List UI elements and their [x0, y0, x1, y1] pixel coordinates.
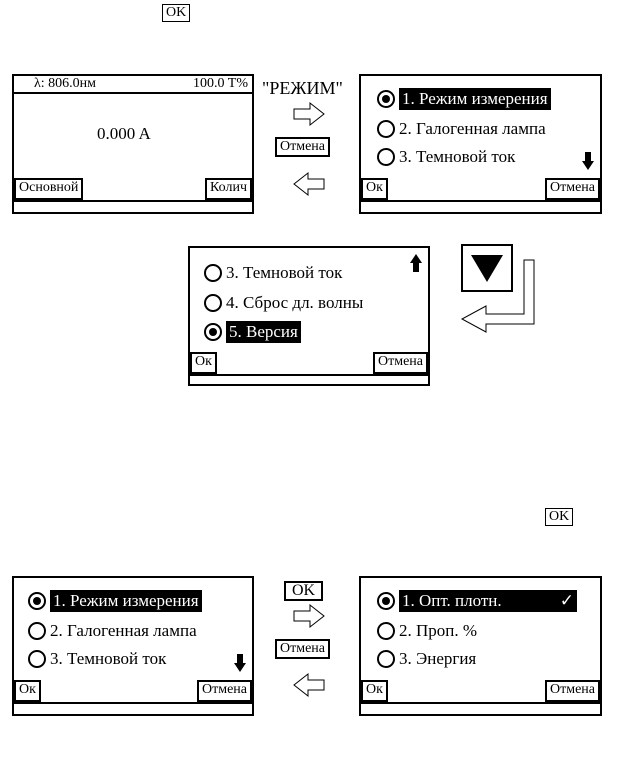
softkey-ok: Ок [361, 680, 388, 702]
softkey-ok: Ок [14, 680, 41, 702]
scroll-up-icon [410, 254, 422, 272]
ok-key-top: OK [162, 4, 191, 22]
menu-item-3: 3. Темновой ток [28, 648, 166, 670]
cancel-key-bottom: Отмена [275, 639, 331, 659]
menu-item-1: 1. Режим измерения [28, 590, 202, 612]
softkey-basic: Основной [14, 178, 84, 200]
wavelength-readout: λ: 806.0нм [34, 76, 97, 91]
softkey-cancel: Отмена [196, 680, 252, 702]
cancel-key-top: Отмена [275, 137, 331, 157]
scroll-down-icon [582, 152, 594, 170]
radio-selected-icon [377, 592, 395, 610]
bent-arrow-icon [460, 259, 535, 333]
radio-icon [377, 120, 395, 138]
triangle-down-icon [471, 255, 503, 282]
menu-item-3: 3. Энергия [377, 648, 476, 670]
scroll-down-icon [234, 654, 246, 672]
radio-icon [204, 264, 222, 282]
softkey-ok: Ок [190, 352, 217, 374]
ok-key-mid: OK [545, 508, 574, 526]
main-screen-header: λ: 806.0нм 100.0 T% [14, 76, 252, 94]
absorbance-reading: 0.000 A [97, 124, 151, 143]
radio-icon [204, 294, 222, 312]
menu-item-3: 3. Темновой ток [204, 262, 342, 284]
radio-icon [377, 148, 395, 166]
radio-icon [28, 622, 46, 640]
menu-item-1: 1. Опт. плотн.✓ [377, 590, 577, 612]
arrow-right-icon [293, 603, 325, 629]
menu-item-2: 2. Галогенная лампа [377, 118, 546, 140]
radio-selected-icon [204, 323, 222, 341]
menu-screen-3: 1. Режим измерения 2. Галогенная лампа 3… [12, 576, 254, 716]
menu-item-1: 1. Режим измерения [377, 88, 551, 110]
menu-screen-4: 1. Опт. плотн.✓ 2. Проп. % 3. Энергия Ок… [359, 576, 602, 716]
radio-icon [28, 650, 46, 668]
down-key [461, 244, 513, 292]
menu-item-2: 2. Галогенная лампа [28, 620, 197, 642]
softkey-ok: Ок [361, 178, 388, 200]
softkey-cancel: Отмена [544, 178, 600, 200]
arrow-left-icon [293, 672, 325, 698]
menu-item-4: 4. Сброс дл. волны [204, 292, 363, 314]
arrow-left-icon [293, 171, 325, 197]
radio-selected-icon [28, 592, 46, 610]
menu-screen-1: 1. Режим измерения 2. Галогенная лампа 3… [359, 74, 602, 214]
ok-key-bottom: OK [284, 581, 324, 601]
transmittance-readout: 100.0 T% [193, 76, 248, 91]
mode-key-label: "РЕЖИМ" [262, 78, 343, 98]
softkey-cancel: Отмена [544, 680, 600, 702]
arrow-right-icon [293, 101, 325, 127]
menu-item-5: 5. Версия [204, 321, 301, 343]
menu-item-2: 2. Проп. % [377, 620, 477, 642]
radio-selected-icon [377, 90, 395, 108]
softkey-cancel: Отмена [372, 352, 428, 374]
menu-item-3: 3. Темновой ток [377, 146, 515, 168]
softkey-quant: Колич [205, 178, 252, 200]
radio-icon [377, 622, 395, 640]
menu-screen-2: 3. Темновой ток 4. Сброс дл. волны 5. Ве… [188, 246, 430, 386]
main-screen: λ: 806.0нм 100.0 T% 0.000 A Основной Кол… [12, 74, 254, 214]
radio-icon [377, 650, 395, 668]
check-icon: ✓ [559, 591, 574, 611]
